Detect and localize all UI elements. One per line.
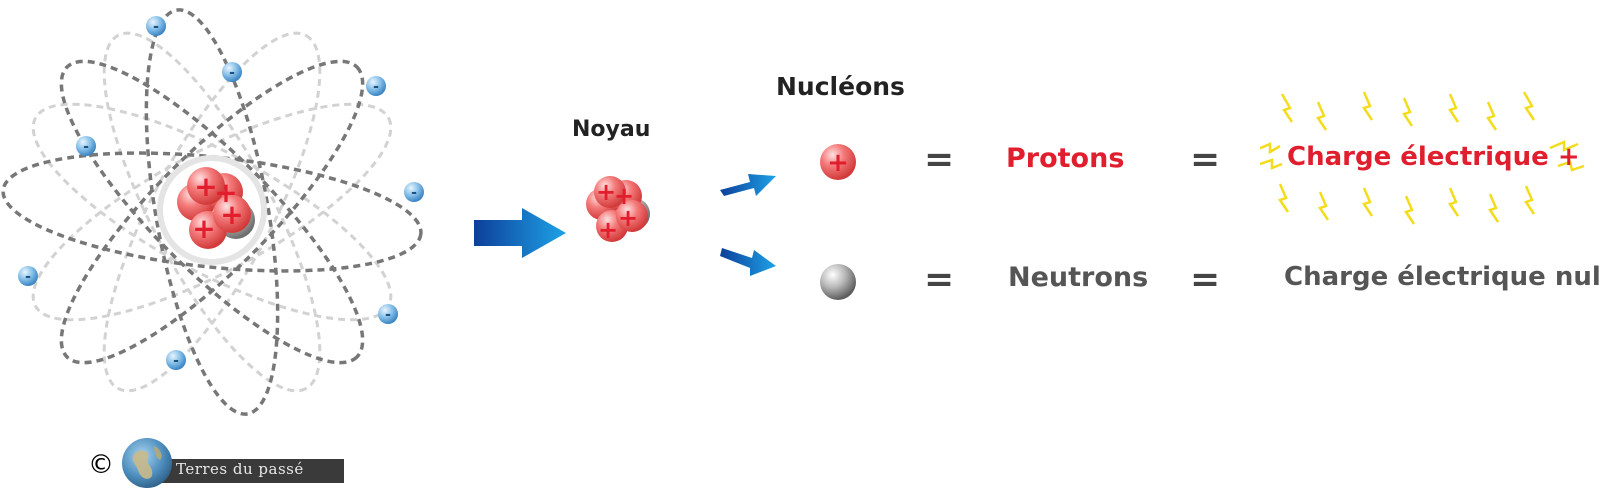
proton-sign: + — [192, 212, 215, 245]
electron — [378, 304, 398, 324]
orbit-dark — [59, 59, 365, 365]
proton-sign: + — [220, 198, 243, 231]
electron — [166, 350, 186, 370]
electron — [366, 76, 386, 96]
globe-logo-icon — [122, 438, 172, 488]
charge-neutral-label: Charge électrique nulle — [1284, 262, 1600, 292]
electrons: - - - - - - - - — [18, 16, 424, 370]
equals-sign: = — [1190, 139, 1221, 180]
nucleons-label: Nucléons — [776, 72, 905, 101]
proton-sign: + — [827, 148, 849, 178]
nucleus-icon — [177, 167, 255, 249]
equals-sign: = — [1190, 259, 1221, 300]
equals-sign: = — [924, 259, 955, 300]
electron — [222, 62, 242, 82]
electron — [146, 16, 166, 36]
electron — [76, 136, 96, 156]
arrow-right-icon — [720, 248, 776, 276]
charge-positive-label: Charge électrique + — [1287, 142, 1580, 172]
electron-sign: - — [25, 269, 31, 285]
electron-sign: - — [385, 307, 391, 323]
proton-sign: + — [618, 204, 638, 232]
proton-sign: + — [194, 170, 217, 203]
proton-sign: + — [596, 178, 616, 206]
lightning-spark-icon — [1260, 91, 1585, 225]
atom-model-icon: + + + + - - - - - - - - — [1, 8, 424, 416]
arrow-right-icon — [474, 208, 566, 258]
proton-sign: + — [614, 182, 634, 210]
neutron-sphere-icon — [820, 264, 856, 300]
brand-name: Terres du passé — [176, 460, 304, 478]
copyright-symbol: © — [88, 450, 114, 480]
orbit-dark — [144, 8, 280, 416]
electron-sign: - — [229, 65, 235, 81]
proton-sphere-icon: + — [820, 144, 856, 180]
proton-sign: + — [598, 216, 618, 244]
electron-sign: - — [83, 139, 89, 155]
equals-sign: = — [924, 139, 955, 180]
electron-sign: - — [411, 185, 417, 201]
neutrons-label: Neutrons — [1008, 262, 1149, 293]
electron — [404, 182, 424, 202]
electron-sign: - — [373, 79, 379, 95]
electron-sign: - — [153, 19, 159, 35]
nucleus-icon: + + + + — [586, 176, 650, 244]
arrow-right-icon — [720, 174, 776, 196]
protons-label: Protons — [1006, 143, 1125, 174]
proton-sign: + — [214, 176, 237, 209]
watermark-bar — [148, 459, 344, 483]
electron-sign: - — [173, 353, 179, 369]
electron — [18, 266, 38, 286]
noyau-label: Noyau — [572, 117, 651, 142]
orbit-dark — [59, 59, 365, 365]
